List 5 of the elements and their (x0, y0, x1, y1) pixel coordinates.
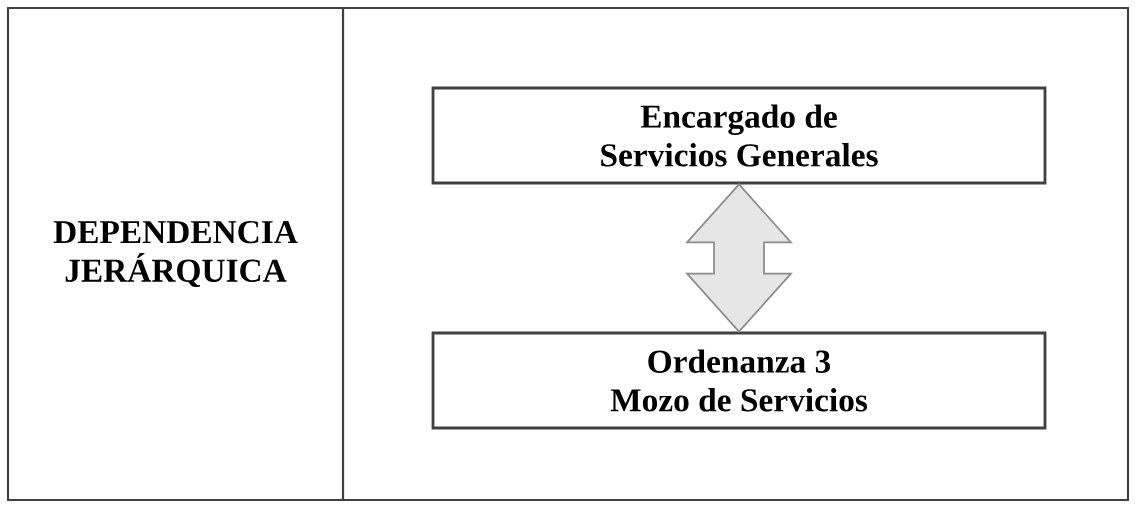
double-arrow (685, 183, 793, 333)
position-box: Ordenanza 3 Mozo de Servicios (431, 331, 1047, 430)
content-cell (341, 6, 1130, 502)
position-box: Encargado de Servicios Generales (431, 86, 1047, 185)
header-cell: DEPENDENCIA JERÁRQUICA (6, 6, 345, 502)
